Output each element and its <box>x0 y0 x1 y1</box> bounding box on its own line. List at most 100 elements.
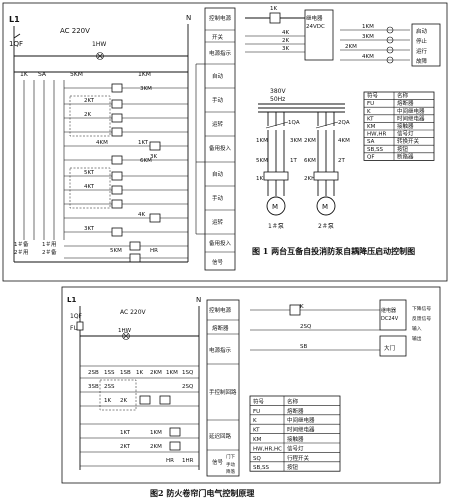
fig1-symtab-cell-4-1: 接触器 <box>397 122 414 130</box>
fig1-n-label: N <box>186 14 191 22</box>
fig1-pc-m2: M <box>322 203 328 211</box>
fig1-tr-2k: 2K <box>282 38 289 44</box>
fig1-contact-5km-b: 5KM <box>110 248 122 254</box>
fig2-c-1k: 1K <box>136 370 143 376</box>
fig1-pc-1t: 1T <box>290 158 297 164</box>
fig1-pc-2qa: 2QA <box>338 120 350 126</box>
fig1-pc-1kh: 1KH <box>256 176 267 182</box>
fig1-pc-voltage: 380V <box>270 88 286 95</box>
fig1-symtab-cell-6-1: 转换开关 <box>397 137 420 145</box>
fig1-col-4: 手动 <box>212 96 224 104</box>
fig1-symtab-header-0-0: 符号 <box>367 92 379 100</box>
fig1-l-label: L1 <box>9 15 20 24</box>
fig2-c-1km: 1KM <box>166 370 178 376</box>
fig1-col-2: 电源指示 <box>209 49 232 57</box>
fig1-relay-box-2: 24VDC <box>306 24 325 30</box>
fig2-rc-2sq: 2SQ <box>300 324 312 330</box>
fig1-contact-2kt: 2KT <box>84 98 95 104</box>
fig1-symtab-cell-2-0: K <box>367 109 371 115</box>
fig2-c-2km-b: 2KM <box>150 444 162 450</box>
fig1-tr-4km: 4KM <box>362 54 374 60</box>
fig2-function-column: 控制电源 熔断器 电源指示 手控制回路 延迟回路 信号 门下 手动 降落 <box>206 299 240 477</box>
fig1-control-circuit: L1 1QF AC 220V N 1HW 1K SA 5KM 1KM <box>9 14 191 263</box>
fig2-c-1sq: 1SQ <box>182 370 194 376</box>
fig1-sel-2b: 2＃备 <box>42 248 57 256</box>
fig1-pc-5km: 5KM <box>256 158 268 164</box>
fig1-symtab-table-frame <box>363 91 435 161</box>
fig1-pc-1km: 1KM <box>256 138 268 144</box>
fig1-symtab-cell-8-0: QF <box>367 154 375 160</box>
fig1-contact-4k: 4K <box>138 212 145 218</box>
fig1-symtab-cell-1-1: 熔断器 <box>397 99 414 107</box>
fig2-control-circuit: L1 1QF FU1 AC 220V N 1HW 2SB 1SS 1SB 1K … <box>67 296 201 470</box>
fig2-col-0: 控制电源 <box>209 306 232 314</box>
fig2-relay-2: DC24V <box>381 316 399 322</box>
fig1-contact-sa: SA <box>38 71 47 78</box>
fig1-tr-3k: 3K <box>282 46 289 52</box>
fig1-relay-box-1: 继电器 <box>306 14 323 22</box>
fig2-symtab-cell-1-1: 熔断器 <box>287 407 304 415</box>
fig1-caption: 图 1 两台互备自投消防泵自耦降压启动控制图 <box>252 246 415 256</box>
fig1-col-3: 自动 <box>212 72 224 80</box>
fig2-symtab-cell-3-1: 时间继电器 <box>287 426 315 434</box>
fig2-sub-0: 门下 <box>226 453 235 460</box>
fig1-contact-1kt: 1KT <box>138 140 149 146</box>
fig2-rc-k: K <box>300 304 304 310</box>
fig2-col-2: 电源指示 <box>209 346 232 354</box>
fig1-symtab-cell-5-0: HW,HR <box>367 132 386 138</box>
fig2-c-2sq: 2SQ <box>182 384 194 390</box>
fig2-relay-1: 继电器 <box>381 307 396 314</box>
fig2-symtab-cell-4-1: 接触器 <box>287 435 304 443</box>
fig1-pc-pump2: 2＃泵 <box>318 223 334 230</box>
fig2-c-2sb: 2SB <box>88 370 99 376</box>
fig1-col-5: 运转 <box>212 120 224 128</box>
fig2-relay-interface: K 2SQ SB 继电器 DC24V 大门 下降信号 反馈信号 输入 输出 <box>250 299 431 357</box>
fig2-l-label: L1 <box>67 296 76 304</box>
fig2-c-1km-b: 1KM <box>150 430 162 436</box>
fig1-symtab-cell-8-1: 断路器 <box>397 152 414 160</box>
fig1-pc-m1: M <box>272 203 278 211</box>
fig2-sub-1: 手动 <box>226 461 235 468</box>
fig1-contact-4km: 4KM <box>96 140 108 146</box>
fig2-symtab-cell-5-0: HW,HR,HC <box>253 446 282 452</box>
fig2-symtab-cell-4-0: KM <box>253 437 262 443</box>
fig1-symtab-cell-5-1: 信号灯 <box>397 130 414 138</box>
fig2-symtab-cell-3-0: KT <box>253 428 260 434</box>
fig2-ac-label: AC 220V <box>120 309 147 316</box>
fig1-sel-1y: 1＃用 <box>42 241 57 248</box>
fig2-rc-sb: SB <box>300 344 307 350</box>
fig2-c-1k-b: 1K <box>104 398 111 404</box>
fig1-symtab-cell-3-0: KT <box>367 116 374 122</box>
fig2-rs-3: 输出 <box>412 335 422 342</box>
fig2-rs-2: 输入 <box>412 325 422 332</box>
fig1-sel-1b: 1＃备 <box>14 240 29 248</box>
fig1-lamp-label: 1HW <box>92 41 106 48</box>
fig2-c-3sb: 3SB <box>88 384 99 390</box>
fig1-symtab-cell-4-0: KM <box>367 124 376 130</box>
fig1-contact-6km: 6KM <box>140 158 152 164</box>
fig1-relay-interface: 1K 继电器 24VDC 4K 2K 3K 1KM 2KM 3KM 4KM 启动… <box>245 6 441 67</box>
fig1-contact-3k: 3K <box>150 154 157 160</box>
fig1-ac-label: AC 220V <box>60 27 90 35</box>
fig2-c-2km: 2KM <box>150 370 162 376</box>
fig2-symtab-cell-7-1: 按钮 <box>287 463 299 471</box>
fig2-n-label: N <box>196 296 201 304</box>
fig1-contact-3km: 3KM <box>140 86 152 92</box>
fig1-sig-1: 停止 <box>416 37 428 45</box>
fig1-tr-3km: 3KM <box>362 34 374 40</box>
fig2-breaker-label: 1QF <box>70 313 83 320</box>
fig2-c-2k: 2K <box>120 398 127 404</box>
fig1-contact-hr: HR <box>150 248 158 254</box>
fig1-pc-2kh: 2KH <box>304 176 315 182</box>
fig1-sig-2: 运行 <box>416 47 428 55</box>
fig1-symtab-cell-2-1: 中间继电器 <box>397 107 425 115</box>
fig2-col-3: 手控制回路 <box>209 388 237 396</box>
fig1-col-8: 手动 <box>212 194 224 202</box>
fig1-col-1: 开关 <box>212 33 224 41</box>
fig1-power-circuit: 380V 50Hz 1QA 1KM 3KM 5KM 1T 1KH M 1＃泵 2… <box>256 88 350 230</box>
fig2-symtab-cell-2-0: K <box>253 418 257 424</box>
fig2-col-4: 延迟回路 <box>209 432 232 440</box>
fig1-tr-1km: 1KM <box>362 24 374 30</box>
